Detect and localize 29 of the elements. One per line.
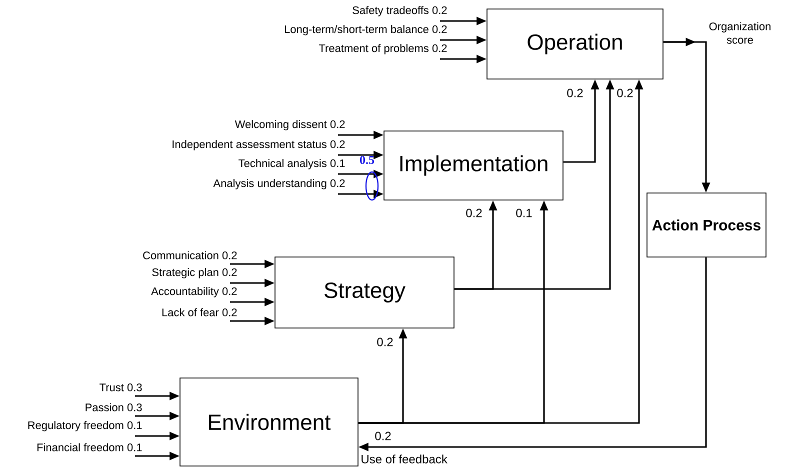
input-label: Communication 0.2: [143, 251, 237, 260]
input-label: Accountability 0.2: [151, 287, 237, 298]
process-box: Action Process: [646, 192, 766, 258]
input-label: Independent assessment status 0.2: [172, 140, 345, 150]
input-label: Long-term/short-term balance 0.2: [284, 25, 447, 36]
output-label: Organization score: [709, 22, 770, 44]
input-label: Analysis understanding 0.2: [213, 179, 345, 190]
edge-label: 0.2: [376, 336, 394, 348]
title-box: Implementation: [384, 130, 564, 200]
edge-label: 0.2: [374, 430, 392, 442]
input-label: Technical analysis 0.1: [238, 159, 345, 170]
edge-label: 0.2: [464, 208, 484, 218]
feedback-label: Use of feedback: [362, 454, 448, 464]
input-label: Treatment of problems 0.2: [318, 44, 447, 54]
input-label: Trust 0.3: [100, 384, 142, 392]
edge-label: 0.1: [514, 208, 534, 218]
title-box: Operation: [486, 8, 664, 80]
input-label: Lack of fear 0.2: [162, 308, 237, 316]
input-label: Financial freedom 0.1: [37, 443, 142, 452]
edge-label: 0.2: [616, 88, 634, 98]
input-label: Welcoming dissent 0.2: [234, 120, 345, 130]
edge-label: 0.2: [566, 88, 584, 98]
input-label: Strategic plan 0.2: [152, 268, 237, 278]
annotation-value: 0.5: [360, 156, 374, 164]
input-label: Passion 0.3: [86, 403, 142, 412]
title-box: Environment: [180, 378, 358, 466]
input-label: Regulatory freedom 0.1: [28, 421, 142, 432]
title-box: Strategy: [274, 256, 454, 328]
input-label: Safety tradeoffs 0.2: [352, 6, 447, 16]
